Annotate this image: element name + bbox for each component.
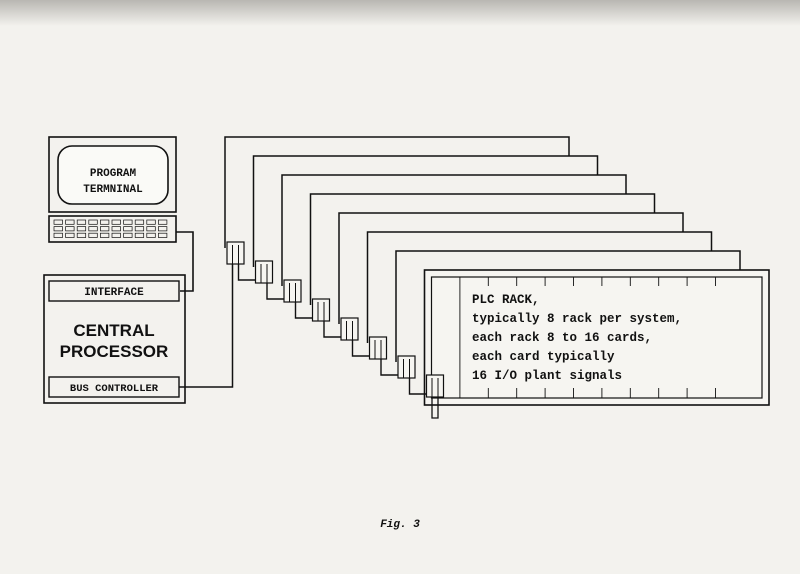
keyboard-key — [65, 226, 75, 232]
terminal-label-line2: TERMNINAL — [83, 184, 143, 196]
rack-description-line-4: each card typically — [472, 350, 615, 364]
plc-rack-outline — [309, 193, 656, 305]
bus-connector — [226, 241, 245, 265]
bus-controller-cable — [179, 264, 234, 388]
rack-description-line-3: each rack 8 to 16 cards, — [472, 331, 652, 345]
monitor-screen — [57, 145, 169, 205]
plc-rack-outline — [395, 250, 741, 362]
keyboard-key — [158, 226, 168, 232]
program-terminal: PROGRAM TERMNINAL — [48, 136, 177, 243]
keyboard-key — [100, 232, 110, 238]
keyboard-key — [158, 219, 168, 225]
plc-racks — [224, 136, 770, 406]
rack-description: PLC RACK, typically 8 rack per system, e… — [472, 293, 682, 383]
bus-connector — [397, 355, 416, 379]
figure-caption: Fig. 3 — [380, 519, 420, 531]
interface-module — [48, 280, 180, 302]
keyboard-key — [158, 232, 168, 238]
bus-connector — [425, 374, 445, 398]
plc-rack-outline — [338, 212, 684, 324]
rack-description-line-2: typically 8 rack per system, — [472, 312, 682, 326]
keyboard-key — [100, 219, 110, 225]
plc-rack-outline — [252, 155, 599, 267]
keyboard-keys — [53, 219, 168, 238]
plc-rack-outline — [224, 136, 570, 248]
keyboard-key — [53, 219, 63, 225]
interface-label: INTERFACE — [84, 287, 144, 299]
bus-connector — [283, 279, 302, 303]
keyboard-key — [123, 232, 133, 238]
bus-connector — [368, 336, 388, 360]
keyboard-key — [134, 219, 145, 225]
keyboard-key — [53, 232, 63, 238]
plc-rack-outline — [281, 174, 627, 286]
keyboard-key — [88, 232, 98, 238]
keyboard-key — [146, 226, 156, 232]
description-backdrop — [462, 286, 724, 388]
plc-rack-outline — [366, 231, 713, 343]
rack-description-line-1: PLC RACK, — [472, 293, 540, 307]
scan-shadow — [0, 0, 800, 26]
keyboard-key — [88, 226, 98, 232]
keyboard-key — [146, 219, 156, 225]
processor-title-line1: CENTRAL — [73, 321, 154, 340]
terminal-label-line1: PROGRAM — [90, 168, 137, 180]
keyboard-key — [76, 219, 87, 225]
rack-description-line-5: 16 I/O plant signals — [472, 369, 622, 383]
bus-terminator — [431, 397, 439, 419]
keyboard-key — [88, 219, 98, 225]
bus-connector — [254, 260, 274, 284]
keyboard-key — [123, 226, 133, 232]
keyboard-key — [65, 232, 75, 238]
keyboard-key — [53, 226, 63, 232]
central-processor: INTERFACE CENTRAL PROCESSOR BUS CONTROLL… — [43, 274, 186, 404]
plc-rack-inner-frame — [430, 276, 763, 399]
bus-wiring — [179, 241, 445, 419]
keyboard-key — [76, 226, 87, 232]
processor-title-line2: PROCESSOR — [60, 342, 169, 361]
keyboard-key — [123, 219, 133, 225]
bus-controller-label: BUS CONTROLLER — [70, 383, 159, 395]
keyboard-key — [134, 232, 145, 238]
terminal-interface-cable — [176, 231, 194, 292]
keyboard-key — [111, 232, 121, 238]
keyboard-key — [111, 226, 121, 232]
keyboard-key — [76, 232, 87, 238]
bus-connector — [311, 298, 331, 322]
keyboard-key — [100, 226, 110, 232]
keyboard-key — [134, 226, 145, 232]
keyboard-key — [111, 219, 121, 225]
keyboard-key — [146, 232, 156, 238]
bus-connector — [340, 317, 359, 341]
keyboard-key — [65, 219, 75, 225]
